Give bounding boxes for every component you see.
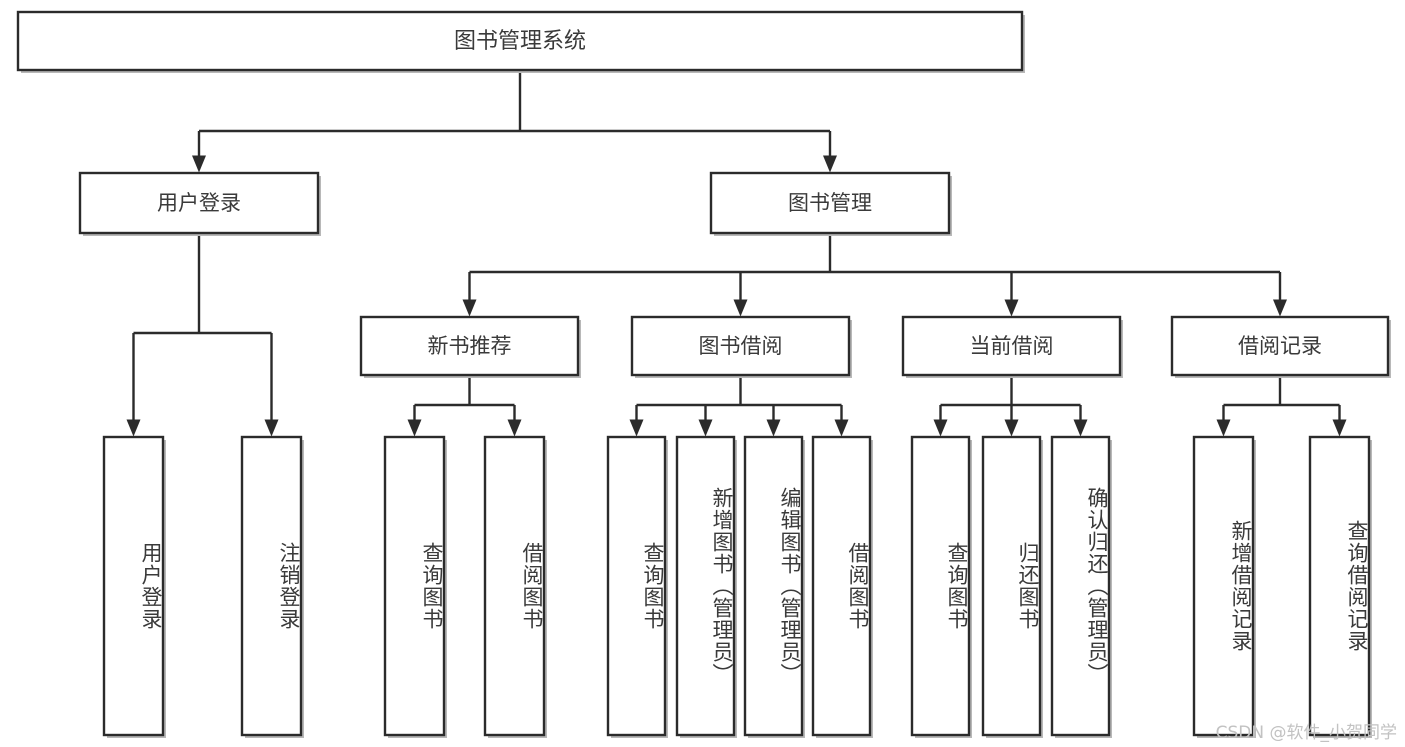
node-add-borrow-record[interactable] <box>1192 435 1256 738</box>
node-edit-book-admin[interactable] <box>743 435 805 738</box>
arrow-head-icon <box>933 419 948 437</box>
node-root[interactable]: 图书管理系统 <box>16 10 1025 73</box>
node-label-book-manage: 图书管理 <box>788 191 872 215</box>
node-user-login-do[interactable] <box>102 435 166 738</box>
node-label-user-login: 用户登录 <box>157 191 241 215</box>
node-user-login[interactable]: 用户登录 <box>78 171 321 236</box>
node-user-logout[interactable] <box>240 435 304 738</box>
arrow-head-icon <box>733 299 748 317</box>
arrow-head-icon <box>1273 299 1287 317</box>
node-borrow-record[interactable]: 借阅记录 <box>1170 315 1391 378</box>
arrow-head-icon <box>698 419 713 437</box>
connectors-layer <box>126 70 1347 437</box>
watermark-text: CSDN @软件_小贺同学 <box>1215 723 1397 743</box>
node-new-book-recommend[interactable]: 新书推荐 <box>359 315 581 378</box>
arrow-head-icon <box>1004 419 1019 437</box>
node-current-borrow[interactable]: 当前借阅 <box>901 315 1123 378</box>
node-borrow-book-1[interactable] <box>483 435 547 738</box>
node-label-root: 图书管理系统 <box>454 29 586 54</box>
node-add-book-admin[interactable] <box>675 435 737 738</box>
node-book-manage[interactable]: 图书管理 <box>709 171 952 236</box>
node-query-book-2[interactable] <box>606 435 668 738</box>
node-query-book-3[interactable] <box>910 435 972 738</box>
node-return-book[interactable] <box>981 435 1043 738</box>
arrow-head-icon <box>766 419 781 437</box>
node-label-borrow-record: 借阅记录 <box>1238 334 1322 358</box>
arrow-head-icon <box>823 155 837 173</box>
arrow-head-icon <box>1216 419 1231 437</box>
node-label-current-borrow: 当前借阅 <box>970 334 1054 358</box>
arrow-head-icon <box>264 419 279 437</box>
node-query-borrow-record[interactable] <box>1308 435 1372 738</box>
arrow-head-icon <box>1073 419 1088 437</box>
arrow-head-icon <box>192 155 206 173</box>
node-confirm-return-admin[interactable] <box>1050 435 1112 738</box>
arrow-head-icon <box>834 419 849 437</box>
arrow-head-icon <box>126 419 141 437</box>
node-label-new-book-recommend: 新书推荐 <box>428 334 512 358</box>
arrow-head-icon <box>629 419 644 437</box>
arrow-head-icon <box>507 419 522 437</box>
node-book-borrow[interactable]: 图书借阅 <box>630 315 852 378</box>
node-query-book-1[interactable] <box>383 435 447 738</box>
arrow-head-icon <box>462 299 477 317</box>
arrow-head-icon <box>1332 419 1347 437</box>
arrow-head-icon <box>407 419 422 437</box>
arrow-head-icon <box>1004 299 1019 317</box>
node-borrow-book-2[interactable] <box>811 435 873 738</box>
node-label-book-borrow: 图书借阅 <box>699 334 783 358</box>
